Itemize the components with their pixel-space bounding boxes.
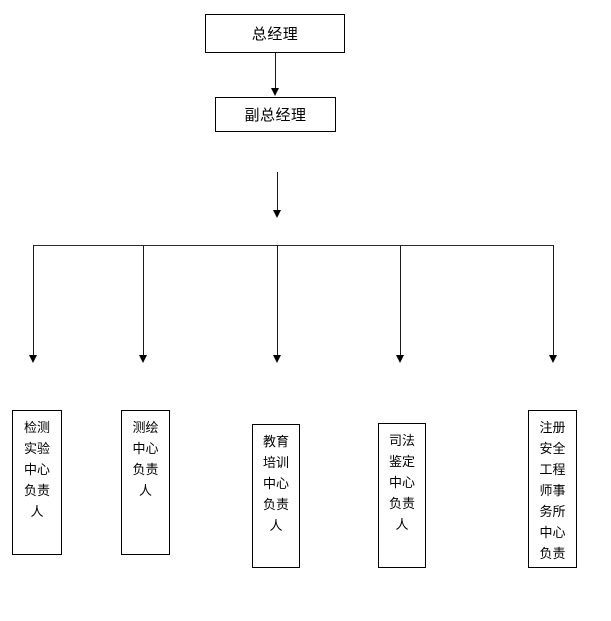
node-registered-safety-engineer-office-label: 注册安全工程师事务所中心负责人: [539, 421, 566, 562]
node-general-manager-label: 总经理: [251, 24, 299, 43]
node-education-training-center-label: 教育培训中心负责人: [262, 435, 289, 534]
node-testing-lab-center[interactable]: 检测实验中心负责人: [12, 410, 62, 555]
connector-dgm-to-bus-line: [277, 172, 278, 211]
node-surveying-center-label: 测绘中心负责人: [132, 421, 159, 499]
branch-arrowhead-education-training-center: [272, 355, 281, 363]
branch-line-education-training-center: [277, 245, 278, 355]
node-judicial-appraisal-center-label: 司法鉴定中心负责人: [388, 434, 415, 533]
node-education-training-center[interactable]: 教育培训中心负责人: [252, 424, 300, 568]
node-judicial-appraisal-center[interactable]: 司法鉴定中心负责人: [378, 423, 426, 568]
branch-arrowhead-judicial-appraisal-center: [395, 355, 404, 363]
connector-gm-to-dgm-line: [275, 53, 276, 89]
department-bus-bar: [33, 245, 554, 246]
node-testing-lab-center-label: 检测实验中心负责人: [23, 421, 50, 520]
node-general-manager[interactable]: 总经理: [205, 14, 345, 53]
node-deputy-general-manager-label: 副总经理: [244, 105, 307, 124]
branch-arrowhead-surveying-center: [138, 355, 147, 363]
branch-arrowhead-testing-lab-center: [28, 355, 37, 363]
node-deputy-general-manager[interactable]: 副总经理: [215, 97, 336, 132]
branch-line-surveying-center: [143, 245, 144, 355]
branch-line-testing-lab-center: [33, 245, 34, 355]
branch-line-registered-safety-engineer-office: [553, 245, 554, 355]
node-registered-safety-engineer-office[interactable]: 注册安全工程师事务所中心负责人: [528, 410, 577, 568]
connector-gm-to-dgm-arrowhead: [270, 88, 279, 96]
branch-line-judicial-appraisal-center: [400, 245, 401, 355]
connector-dgm-to-bus-arrowhead: [272, 210, 281, 218]
node-surveying-center[interactable]: 测绘中心负责人: [121, 410, 170, 555]
branch-arrowhead-registered-safety-engineer-office: [548, 355, 557, 363]
